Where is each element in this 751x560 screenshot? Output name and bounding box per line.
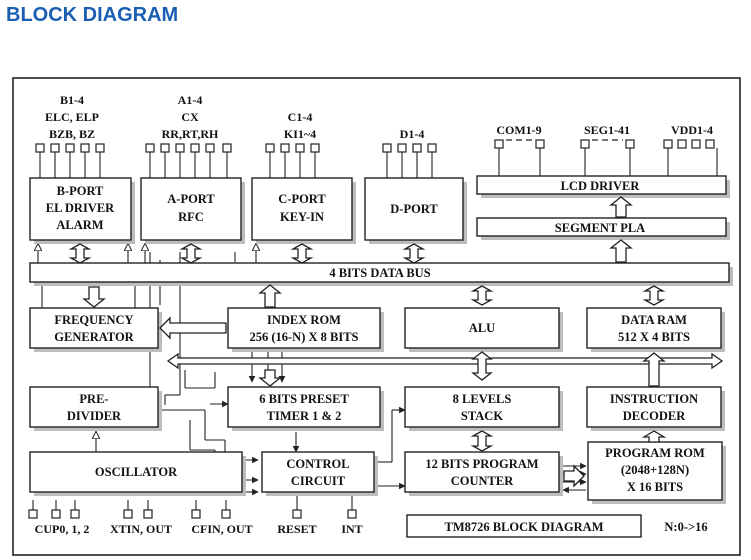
lcd-driver-block: LCD DRIVER bbox=[476, 175, 730, 198]
oscillator-block: OSCILLATOR bbox=[29, 451, 246, 496]
alu-block: ALU bbox=[404, 307, 563, 352]
svg-text:8 LEVELS: 8 LEVELS bbox=[453, 392, 512, 406]
pin-label-rr-rt-rh: RR,RT,RH bbox=[162, 127, 219, 141]
top-pins bbox=[35, 139, 715, 153]
svg-text:ALU: ALU bbox=[469, 321, 495, 335]
pin-label-xtin-out: XTIN, OUT bbox=[110, 522, 172, 536]
svg-text:COUNTER: COUNTER bbox=[451, 474, 514, 488]
svg-text:DECODER: DECODER bbox=[623, 409, 686, 423]
frequency-generator-block: FREQUENCY GENERATOR bbox=[29, 307, 162, 352]
svg-text:DIVIDER: DIVIDER bbox=[67, 409, 122, 423]
svg-text:PROGRAM ROM: PROGRAM ROM bbox=[605, 446, 705, 460]
pin-label-bzb-bz: BZB, BZ bbox=[49, 127, 95, 141]
svg-text:12 BITS PROGRAM: 12 BITS PROGRAM bbox=[425, 457, 538, 471]
pin-label-b1-4: B1-4 bbox=[60, 93, 84, 107]
svg-text:4 BITS DATA BUS: 4 BITS DATA BUS bbox=[329, 266, 430, 280]
diagram-caption: TM8726 BLOCK DIAGRAM bbox=[444, 520, 603, 534]
pin-label-vdd1-4: VDD1-4 bbox=[671, 123, 713, 137]
d-port-block: D-PORT bbox=[364, 177, 467, 244]
svg-text:KEY-IN: KEY-IN bbox=[280, 210, 324, 224]
page-title: BLOCK DIAGRAM bbox=[6, 4, 179, 26]
svg-text:FREQUENCY: FREQUENCY bbox=[54, 313, 133, 327]
svg-text:ALARM: ALARM bbox=[56, 218, 103, 232]
svg-text:512 X 4 BITS: 512 X 4 BITS bbox=[618, 330, 690, 344]
pin-label-d1-4: D1-4 bbox=[400, 127, 425, 141]
pin-label-seg1-41: SEG1-41 bbox=[584, 123, 630, 137]
pin-label-cx: CX bbox=[181, 110, 199, 124]
svg-text:LCD DRIVER: LCD DRIVER bbox=[561, 179, 641, 193]
svg-text:TIMER 1 & 2: TIMER 1 & 2 bbox=[267, 409, 342, 423]
svg-text:CONTROL: CONTROL bbox=[286, 457, 349, 471]
b-port-block: B-PORT EL DRIVER ALARM bbox=[29, 177, 135, 244]
svg-text:(2048+128N): (2048+128N) bbox=[621, 463, 689, 477]
svg-text:INSTRUCTION: INSTRUCTION bbox=[610, 392, 698, 406]
svg-text:INDEX ROM: INDEX ROM bbox=[267, 313, 341, 327]
segment-pla-block: SEGMENT PLA bbox=[476, 217, 730, 240]
preset-timer-block: 6 BITS PRESET TIMER 1 & 2 bbox=[227, 386, 384, 431]
pre-divider-block: PRE- DIVIDER bbox=[29, 386, 162, 431]
svg-text:DATA RAM: DATA RAM bbox=[621, 313, 687, 327]
svg-text:SEGMENT PLA: SEGMENT PLA bbox=[555, 221, 645, 235]
a-port-block: A-PORT RFC bbox=[140, 177, 245, 244]
pin-label-c1-4: C1-4 bbox=[288, 110, 313, 124]
pin-label-elc-elp: ELC, ELP bbox=[45, 110, 99, 124]
diagram-frame bbox=[12, 77, 741, 556]
pin-label-reset: RESET bbox=[277, 522, 316, 536]
svg-text:GENERATOR: GENERATOR bbox=[54, 330, 134, 344]
pin-label-cup: CUP0, 1, 2 bbox=[35, 522, 90, 536]
svg-text:OSCILLATOR: OSCILLATOR bbox=[95, 465, 178, 479]
svg-text:EL DRIVER: EL DRIVER bbox=[46, 201, 115, 215]
svg-text:A-PORT: A-PORT bbox=[167, 192, 215, 206]
data-bus-block: 4 BITS DATA BUS bbox=[29, 262, 733, 286]
svg-text:B-PORT: B-PORT bbox=[57, 184, 104, 198]
data-ram-block: DATA RAM 512 X 4 BITS bbox=[586, 307, 725, 352]
pin-label-a1-4: A1-4 bbox=[178, 93, 203, 107]
instruction-decoder-block: INSTRUCTION DECODER bbox=[586, 386, 725, 431]
svg-text:6 BITS PRESET: 6 BITS PRESET bbox=[259, 392, 349, 406]
index-rom-block: INDEX ROM 256 (16-N) X 8 BITS bbox=[227, 307, 384, 352]
svg-text:CIRCUIT: CIRCUIT bbox=[291, 474, 346, 488]
bottom-pins bbox=[28, 509, 357, 519]
control-circuit-block: CONTROL CIRCUIT bbox=[261, 451, 378, 496]
svg-text:RFC: RFC bbox=[178, 210, 204, 224]
svg-text:STACK: STACK bbox=[461, 409, 503, 423]
svg-text:X 16 BITS: X 16 BITS bbox=[627, 480, 683, 494]
svg-text:PRE-: PRE- bbox=[79, 392, 108, 406]
program-counter-block: 12 BITS PROGRAM COUNTER bbox=[404, 451, 563, 496]
pin-label-com1-9: COM1-9 bbox=[496, 123, 541, 137]
diagram-note: N:0->16 bbox=[664, 520, 707, 534]
stack-block: 8 LEVELS STACK bbox=[404, 386, 563, 431]
bus-arrows bbox=[68, 196, 724, 488]
svg-text:D-PORT: D-PORT bbox=[390, 202, 438, 216]
c-port-block: C-PORT KEY-IN bbox=[251, 177, 356, 244]
pin-label-ki1-4: KI1~4 bbox=[284, 127, 316, 141]
svg-text:256 (16-N) X 8 BITS: 256 (16-N) X 8 BITS bbox=[249, 330, 358, 344]
pin-label-int: INT bbox=[341, 522, 362, 536]
caption-box bbox=[406, 514, 642, 538]
svg-text:C-PORT: C-PORT bbox=[278, 192, 326, 206]
pin-label-cfin-out: CFIN, OUT bbox=[191, 522, 252, 536]
program-rom-block: PROGRAM ROM (2048+128N) X 16 BITS bbox=[587, 441, 726, 504]
